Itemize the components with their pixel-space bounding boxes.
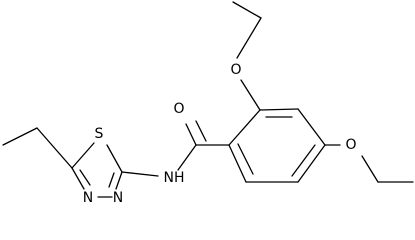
atom-labels: O O O NH S N N	[83, 62, 357, 206]
bond-oxygen-top-ring	[240, 79, 261, 111]
bonds	[2, 1, 414, 198]
structure-canvas: O O O NH S N N	[2, 1, 414, 206]
bond-thiadiazole-inner-2	[108, 172, 115, 188]
bond-ring-inner-1	[237, 143, 254, 175]
thiadiazole-sulfur-label: S	[95, 126, 104, 142]
oxygen-carbonyl-label: O	[173, 101, 184, 117]
bond-ethyl-top-1	[232, 1, 262, 19]
bond-ethyl-tail-left	[2, 127, 38, 146]
molecule-diagram: O O O NH S N N	[2, 1, 414, 206]
bond-right-oxygen-ethyl	[361, 155, 379, 183]
bond-ethyl-top-2	[236, 17, 262, 59]
bond-thiadiazole-3	[71, 167, 85, 190]
bond-carbonyl-double-2	[195, 120, 207, 142]
bond-carbonyl-double-1	[185, 123, 197, 146]
oxygen-right-label: O	[345, 137, 356, 153]
bond-thiadiazole-2	[71, 142, 95, 169]
thiadiazole-nitrogen-right-label: N	[113, 190, 123, 206]
oxygen-top-label: O	[230, 62, 241, 78]
bond-ring-inner-2	[291, 144, 316, 177]
bond-ring-to-ethyl	[36, 127, 73, 169]
bond-carbonyl-to-nh	[177, 144, 197, 171]
bond-ring-1	[228, 109, 261, 146]
bond-ring-5	[297, 108, 326, 146]
thiadiazole-nitrogen-left-label: N	[83, 190, 93, 206]
bond-ring-4	[297, 144, 326, 183]
bond-ring-2	[228, 144, 247, 183]
amide-nh-label: NH	[164, 170, 185, 186]
bond-thiadiazole-inner-1	[79, 169, 91, 186]
bond-thiadiazole-1	[106, 144, 123, 173]
bond-nh-to-thiadiazole	[121, 171, 159, 177]
bond-ring-6	[259, 108, 299, 111]
bond-thiadiazole-5	[115, 171, 123, 190]
